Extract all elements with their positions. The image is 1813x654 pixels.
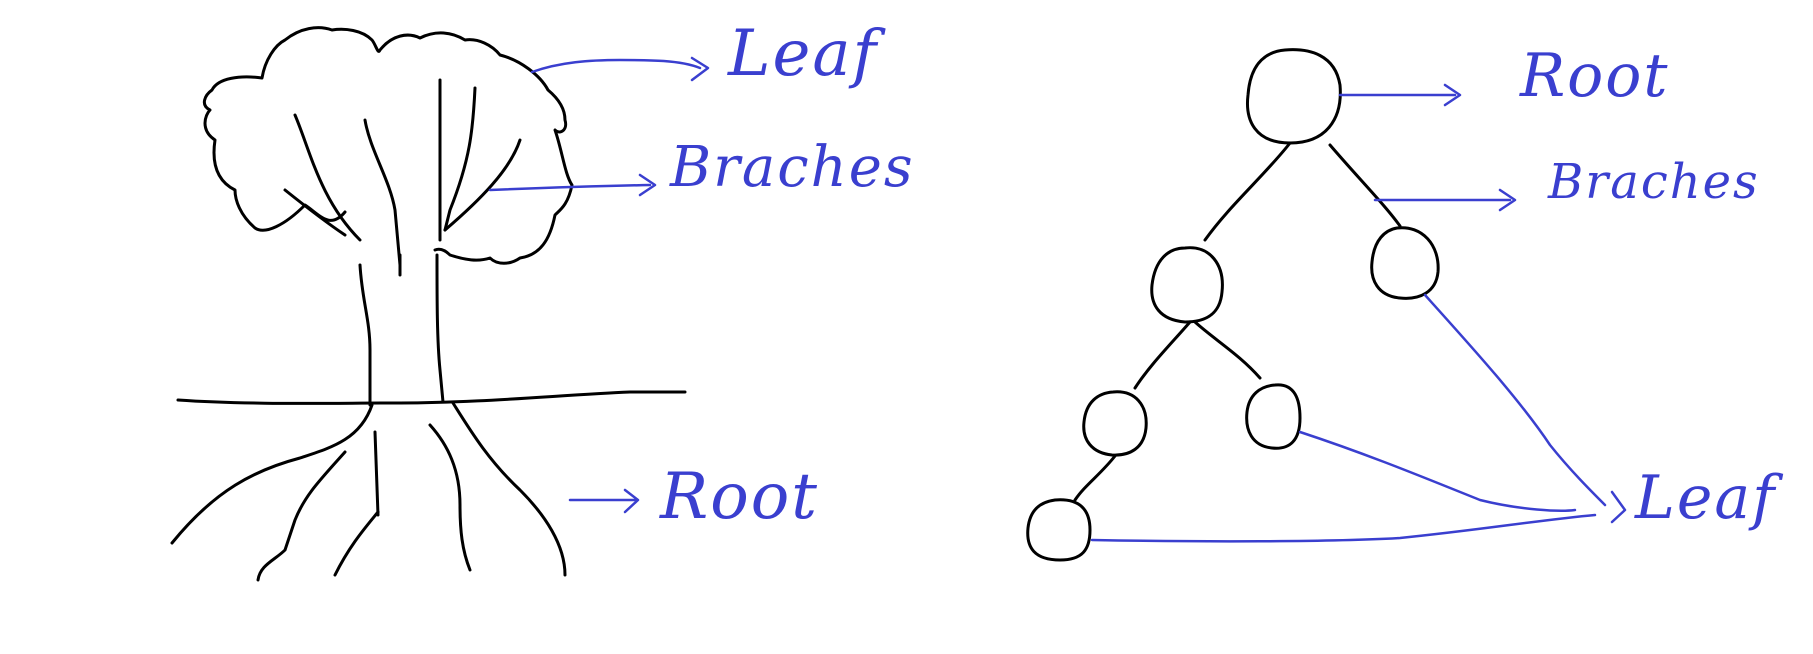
tree-branch-2 <box>283 188 347 237</box>
tree-branch-6 <box>443 138 522 232</box>
edge-left-rightchild <box>1193 320 1262 380</box>
tree-branch-3 <box>363 118 402 267</box>
label-real-leaf: Leaf <box>728 17 879 91</box>
label-data-branches: Braches <box>1548 154 1760 210</box>
data-tree-arrows <box>1090 83 1627 543</box>
root-5 <box>428 423 472 572</box>
tree-trunk-right <box>435 253 445 404</box>
root-2 <box>256 450 347 582</box>
tree-trunk-left <box>358 263 372 407</box>
leaf-connector-left <box>1090 513 1597 543</box>
label-real-root: Root <box>660 460 819 534</box>
root-3 <box>373 430 380 517</box>
node-left-3 <box>1026 498 1092 562</box>
data-tree-drawing <box>1026 48 1440 562</box>
tree-branch-1 <box>293 113 362 242</box>
ground-line <box>176 390 687 405</box>
arrow-data-root <box>1338 83 1462 107</box>
label-data-leaf: Leaf <box>1635 463 1777 533</box>
edge-leftchild-leaf <box>1073 454 1117 502</box>
node-left-1 <box>1150 246 1224 324</box>
node-root <box>1246 48 1342 145</box>
root-1 <box>170 403 374 545</box>
arrow-data-branches <box>1373 188 1517 212</box>
label-real-branches: Braches <box>670 135 915 200</box>
real-tree-drawing <box>170 26 687 582</box>
leaf-connector-right <box>1423 293 1607 507</box>
node-right-1 <box>1370 226 1440 300</box>
label-data-root: Root <box>1520 41 1670 111</box>
tree-canopy <box>202 26 574 265</box>
leaf-connector-middle <box>1298 430 1577 512</box>
tree-branch-5 <box>443 86 477 232</box>
root-6 <box>451 401 567 577</box>
arrow-branches <box>488 173 657 197</box>
arrow-leaf <box>530 56 710 82</box>
arrow-data-leaf <box>1610 490 1627 524</box>
edge-left-leftchild <box>1133 320 1192 390</box>
edge-root-right <box>1328 143 1402 228</box>
node-right-2 <box>1245 383 1302 450</box>
node-left-2 <box>1082 390 1148 457</box>
real-tree-arrows <box>488 56 710 514</box>
root-4 <box>333 510 380 577</box>
edge-root-left <box>1203 141 1292 242</box>
arrow-root <box>568 488 640 514</box>
